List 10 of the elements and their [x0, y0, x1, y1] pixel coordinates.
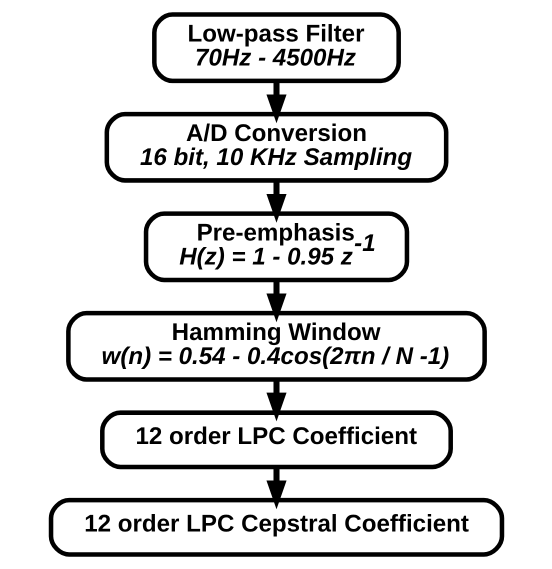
- arrow: [266, 467, 286, 510]
- arrow: [266, 280, 286, 322]
- arrow: [266, 81, 286, 124]
- node-box: 12 order LPC Coefficient: [100, 410, 452, 470]
- node-box: A/D Conversion 16 bit, 10 KHz Sampling: [104, 112, 448, 183]
- arrow: [266, 180, 286, 223]
- node-box: Low-pass Filter 70Hz - 4500Hz: [152, 12, 400, 84]
- node-box: Hamming Window w(n) = 0.54 - 0.4cos(2πn / N -1): [66, 310, 486, 382]
- arrow: [266, 380, 286, 422]
- node-box: 12 order LPC Cepstral Coefficient: [48, 498, 504, 557]
